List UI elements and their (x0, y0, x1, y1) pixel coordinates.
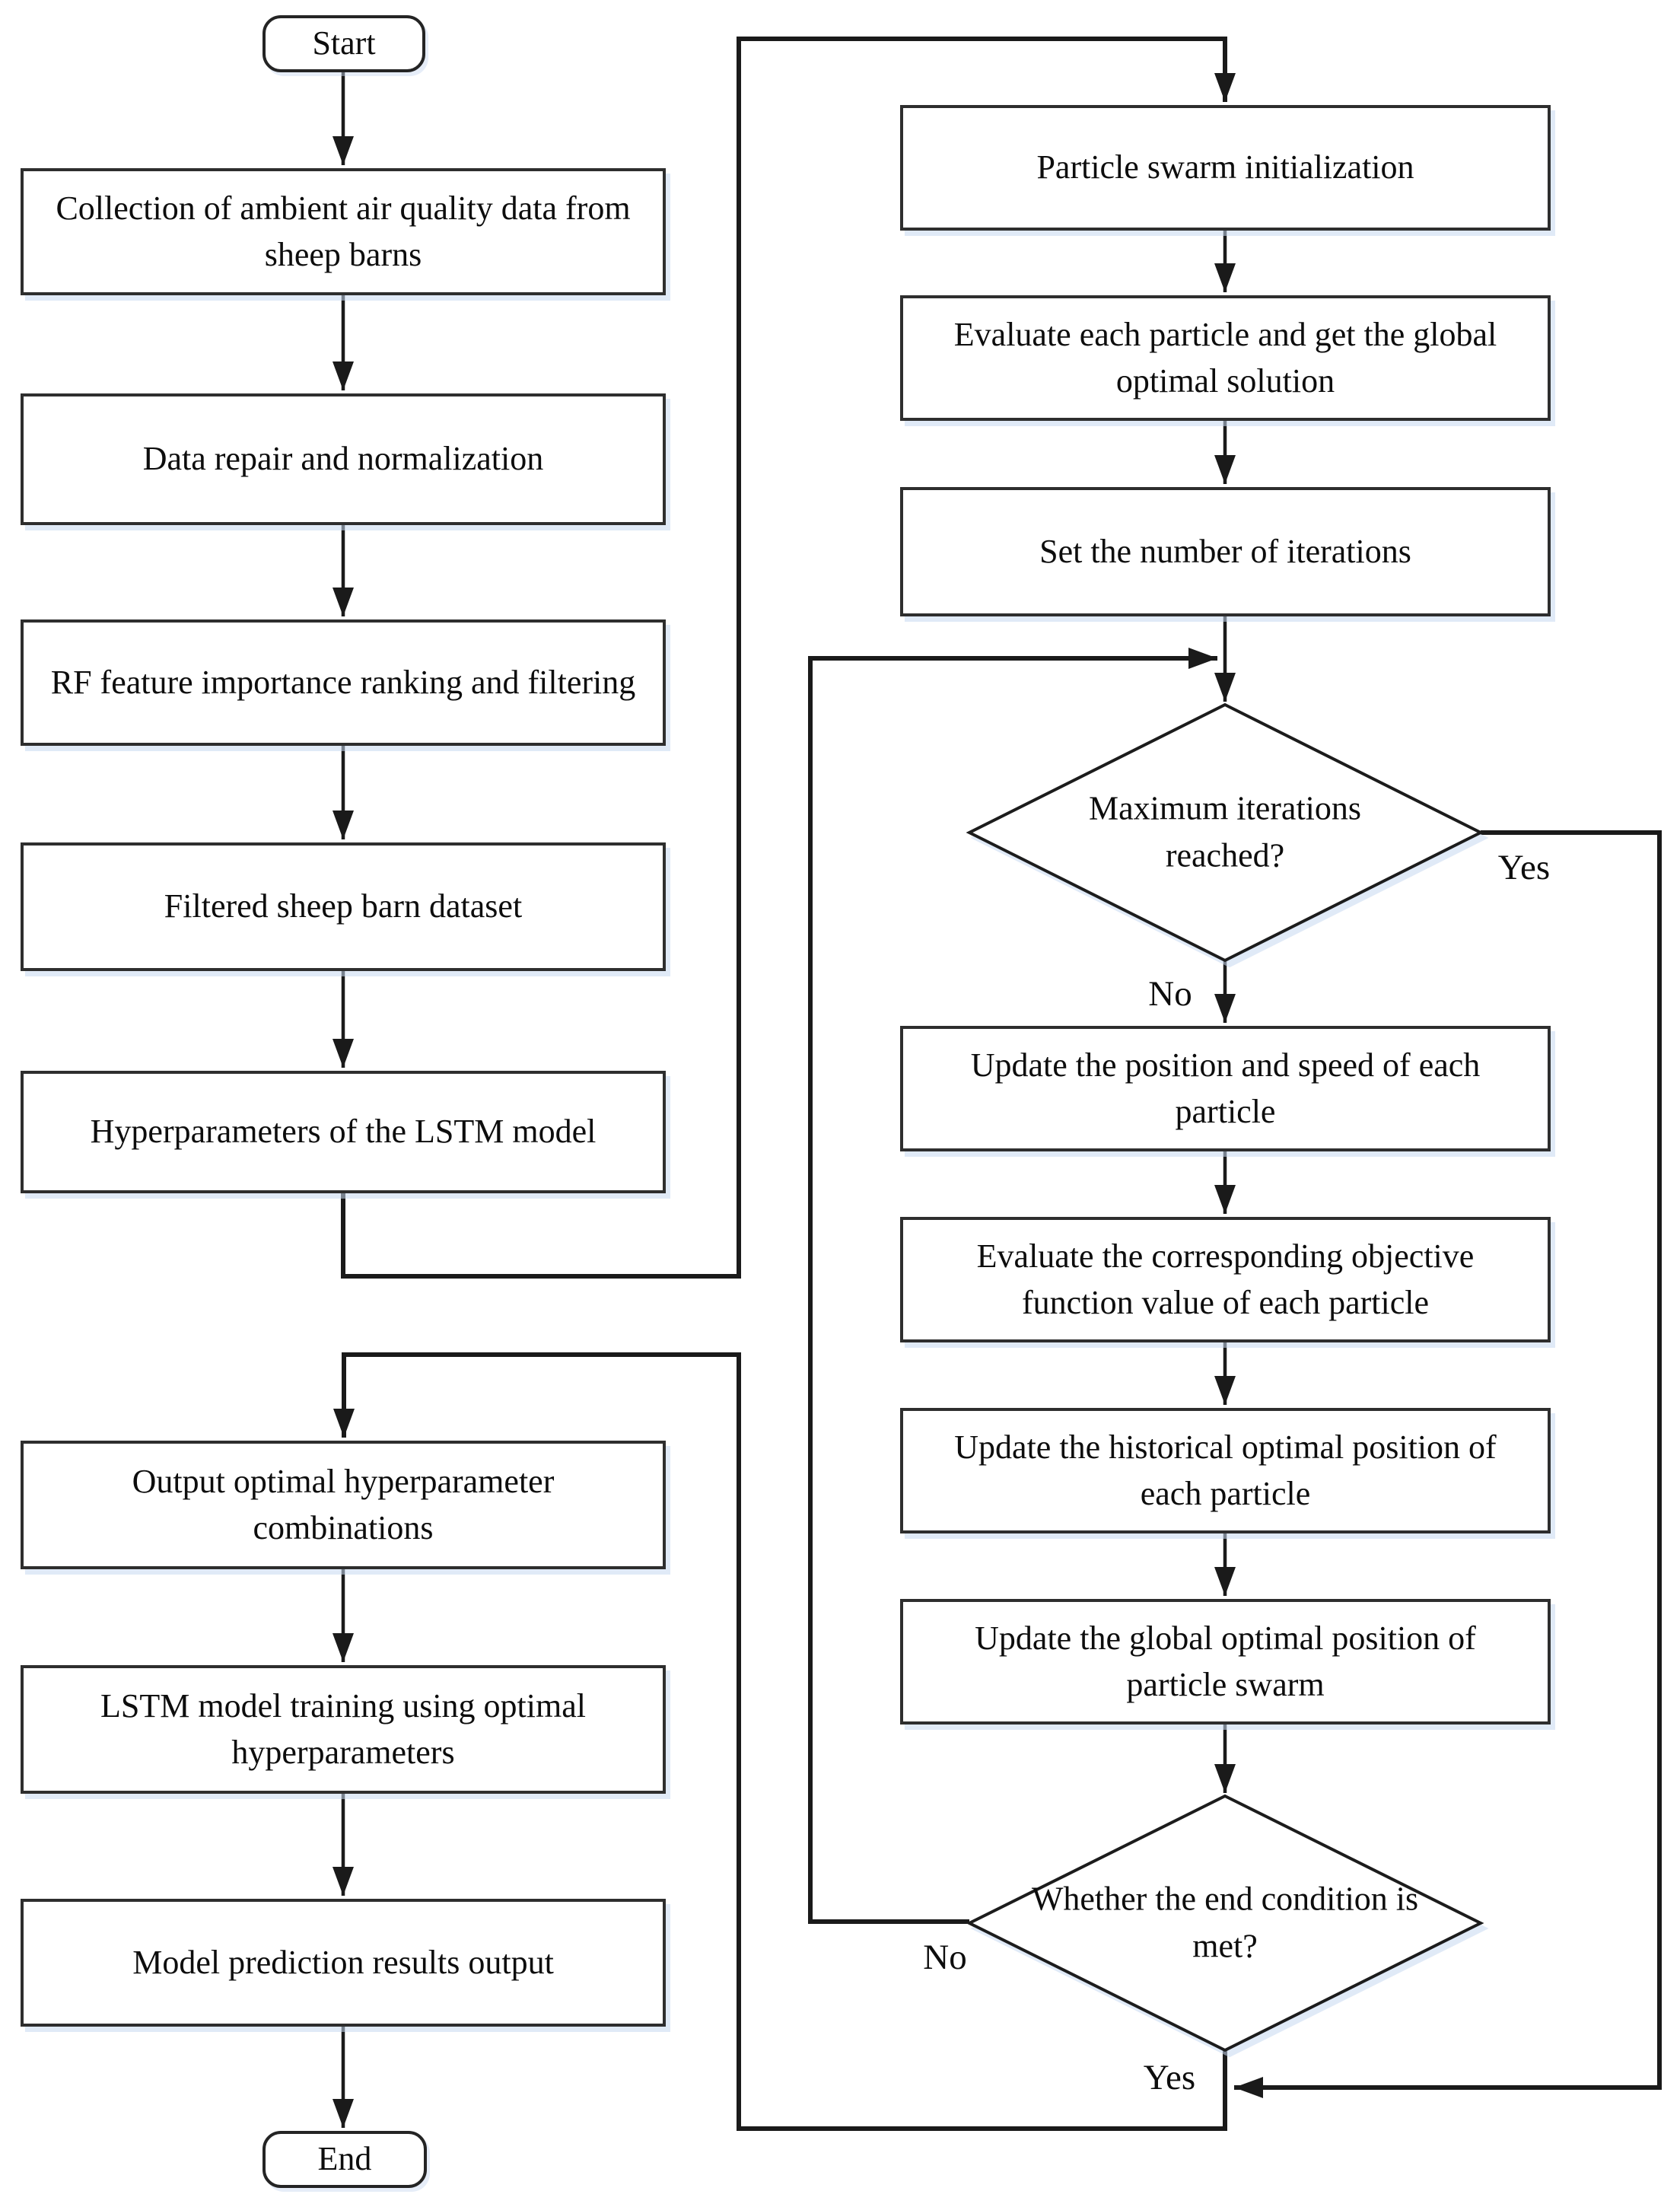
step-label: Update the global optimal position of pa… (975, 1619, 1476, 1703)
step-label: Update the historical optimal position o… (954, 1428, 1497, 1512)
step-label: Particle swarm initialization (1036, 148, 1414, 186)
start-label: Start (312, 24, 376, 62)
step-label: Update the position and speed of each pa… (970, 1046, 1481, 1130)
step-update-historical-position: Update the historical optimal position o… (900, 1408, 1551, 1533)
step-update-position-speed: Update the position and speed of each pa… (900, 1026, 1551, 1151)
branch-label-endcond-no: No (923, 1938, 967, 1977)
end-label: End (317, 2140, 372, 2178)
edge-endcond-yes-to-output (333, 1352, 1227, 2131)
edge-hyper-to-pso-init (341, 37, 1236, 1279)
step-label: Set the number of iterations (1039, 532, 1411, 570)
step-particle-swarm-init: Particle swarm initialization (900, 105, 1551, 231)
step-filtered-dataset: Filtered sheep barn dataset (21, 842, 666, 971)
start-terminator: Start (262, 15, 425, 72)
step-data-repair-normalization: Data repair and normalization (21, 393, 666, 525)
step-update-global-position: Update the global optimal position of pa… (900, 1599, 1551, 1725)
step-label: Hyperparameters of the LSTM model (90, 1113, 597, 1151)
step-model-prediction-output: Model prediction results output (21, 1899, 666, 2027)
edge-endcond-no-loop (808, 648, 1217, 1924)
step-lstm-hyperparameters: Hyperparameters of the LSTM model (21, 1071, 666, 1193)
decision-max-iterations-diamond (966, 702, 1484, 963)
step-label: Filtered sheep barn dataset (164, 887, 523, 925)
end-terminator: End (262, 2131, 427, 2188)
step-lstm-training: LSTM model training using optimal hyperp… (21, 1665, 666, 1794)
step-output-optimal-hyperparameters: Output optimal hyperparameter combinatio… (21, 1441, 666, 1569)
step-label: Output optimal hyperparameter combinatio… (132, 1462, 555, 1546)
step-label: Data repair and normalization (142, 440, 544, 478)
step-label: Evaluate the corresponding objective fun… (976, 1237, 1475, 1321)
decision-end-condition-label: Whether the end condition is met? (1031, 1880, 1419, 1965)
step-label: Evaluate each particle and get the globa… (953, 315, 1497, 400)
step-label: LSTM model training using optimal hyperp… (100, 1686, 586, 1771)
step-set-iterations: Set the number of iterations (900, 487, 1551, 616)
step-evaluate-objective: Evaluate the corresponding objective fun… (900, 1217, 1551, 1342)
step-rf-feature-ranking: RF feature importance ranking and filter… (21, 619, 666, 746)
decision-max-iterations-label: Maximum iterations reached? (1088, 789, 1362, 874)
branch-label-endcond-yes: Yes (1143, 2058, 1196, 2097)
step-label: Collection of ambient air quality data f… (56, 189, 631, 273)
decision-end-condition-diamond (966, 1794, 1484, 2053)
step-label: RF feature importance ranking and filter… (50, 663, 636, 701)
step-evaluate-particles: Evaluate each particle and get the globa… (900, 295, 1551, 421)
step-collection-air-quality-data: Collection of ambient air quality data f… (21, 168, 666, 295)
edge-maxiter-yes-loop (1234, 830, 1662, 2098)
branch-label-maxiter-no: No (1148, 974, 1192, 1014)
branch-label-maxiter-yes: Yes (1497, 848, 1551, 887)
step-label: Model prediction results output (132, 1943, 554, 1981)
